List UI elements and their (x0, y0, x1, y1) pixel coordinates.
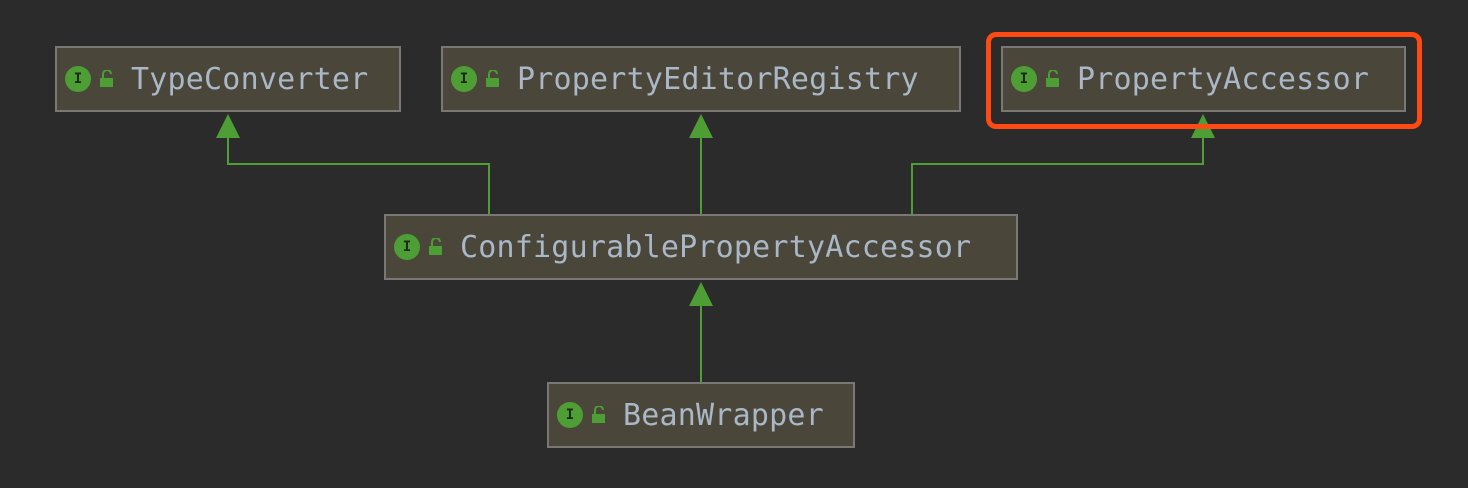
node-beanwrapper[interactable]: I BeanWrapper (547, 382, 855, 448)
arrowhead-propertyaccessor (1191, 114, 1215, 138)
node-configurablepropertyaccessor[interactable]: I ConfigurablePropertyAccessor (384, 214, 1018, 280)
node-label: PropertyEditorRegistry (517, 61, 919, 97)
interface-icon: I (1011, 66, 1037, 92)
node-label: TypeConverter (131, 61, 369, 97)
arrowhead-propertyeditorregistry (689, 114, 713, 138)
node-label: BeanWrapper (623, 397, 824, 433)
public-lock-icon (1045, 68, 1063, 90)
interface-icon: I (557, 402, 583, 428)
public-lock-icon (591, 404, 609, 426)
interface-icon: I (65, 66, 91, 92)
public-lock-icon (485, 68, 503, 90)
public-lock-icon (428, 236, 446, 258)
node-label: ConfigurablePropertyAccessor (460, 229, 972, 265)
node-typeconverter[interactable]: I TypeConverter (55, 46, 401, 112)
arrowhead-typeconverter (216, 114, 240, 138)
node-label: PropertyAccessor (1077, 61, 1370, 97)
node-propertyaccessor[interactable]: I PropertyAccessor (1001, 46, 1406, 112)
interface-icon: I (394, 234, 420, 260)
edge-to-propertyaccessor (911, 134, 1204, 214)
arrowhead-configurablepropertyaccessor (689, 282, 713, 306)
node-propertyeditorregistry[interactable]: I PropertyEditorRegistry (441, 46, 961, 112)
public-lock-icon (99, 68, 117, 90)
edge-to-typeconverter (227, 134, 490, 214)
interface-icon: I (451, 66, 477, 92)
